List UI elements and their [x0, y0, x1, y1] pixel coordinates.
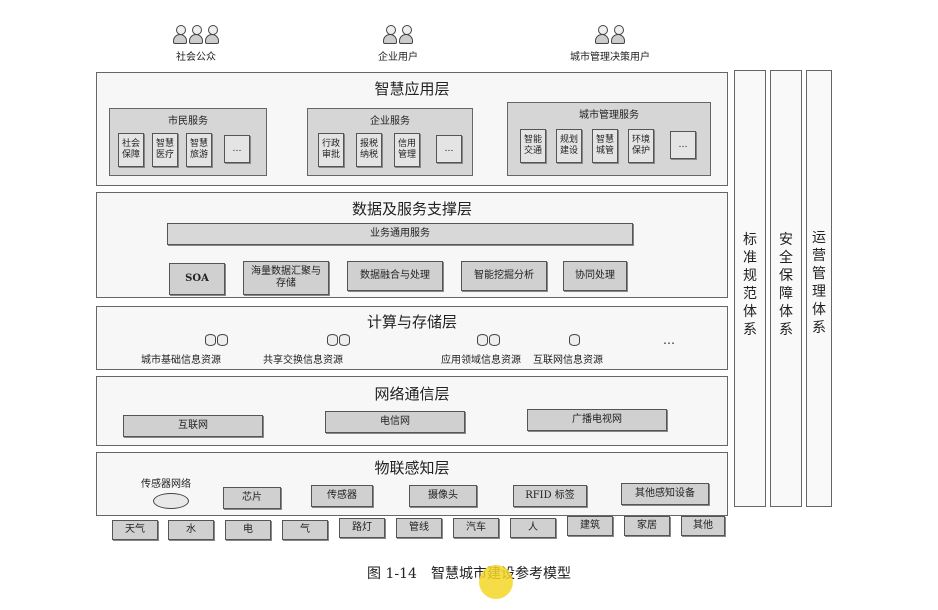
- network-box: 电信网: [325, 411, 465, 433]
- device-box: RFID 标签: [513, 485, 587, 507]
- object-box: 家居: [624, 516, 670, 536]
- pillar-label: 标准规范体系: [743, 232, 757, 338]
- device-box: 摄像头: [409, 485, 477, 507]
- resource-label: 城市基础信息资源: [141, 355, 221, 366]
- service-box: 智慧医疗: [152, 133, 178, 167]
- object-box: 汽车: [453, 518, 499, 538]
- network-box: 广播电视网: [527, 409, 667, 431]
- object-box: 气: [282, 520, 328, 540]
- object-box: 水: [168, 520, 214, 540]
- object-box: 人: [510, 518, 556, 538]
- figure-caption: 图 1-14 智慧城市建设参考模型: [367, 566, 571, 582]
- database-icon: [325, 334, 353, 348]
- service-box: 信用管理: [394, 133, 420, 167]
- pillar-security: 安全保障体系: [770, 70, 802, 507]
- user-public: 社会公众: [160, 25, 232, 63]
- support-box: SOA: [169, 263, 225, 295]
- sensor-network-icon: [153, 493, 189, 509]
- network-box: 互联网: [123, 415, 263, 437]
- service-box: 社会保障: [118, 133, 144, 167]
- database-icon: [475, 334, 503, 348]
- device-box: 其他感知设备: [621, 483, 709, 505]
- database-icon: [203, 334, 231, 348]
- user-enterprise: 企业用户: [358, 25, 438, 63]
- service-box-more: …: [224, 135, 250, 163]
- sensor-network-label: 传感器网络: [141, 479, 191, 490]
- data-service-layer: 数据及服务支撑层 业务通用服务 SOA 海量数据汇聚与存储 数据融合与处理 智能…: [96, 192, 728, 298]
- user-label: 城市管理决策用户: [570, 52, 650, 63]
- service-box-more: …: [436, 135, 462, 163]
- pillar-label: 安全保障体系: [779, 232, 793, 338]
- people-group-icon: [160, 25, 232, 48]
- layer-title: 物联感知层: [374, 459, 450, 477]
- group-title: 企业服务: [370, 116, 410, 127]
- group-enterprise-services: 企业服务 行政审批 报税纳税 信用管理 …: [307, 108, 473, 176]
- pillar-operations: 运营管理体系: [806, 70, 832, 507]
- user-label: 企业用户: [378, 52, 418, 63]
- service-box: 智慧城管: [592, 129, 618, 163]
- object-box: 电: [225, 520, 271, 540]
- network-layer: 网络通信层 互联网 电信网 广播电视网: [96, 376, 728, 446]
- object-box: 管线: [396, 518, 442, 538]
- object-box: 路灯: [339, 518, 385, 538]
- common-service-bar: 业务通用服务: [167, 223, 633, 245]
- layer-title: 计算与存储层: [366, 313, 457, 331]
- iot-layer: 物联感知层 传感器网络 芯片 传感器 摄像头 RFID 标签 其他感知设备: [96, 452, 728, 516]
- user-label: 社会公众: [176, 52, 216, 63]
- group-title: 市民服务: [168, 116, 208, 127]
- service-box: 智慧旅游: [186, 133, 212, 167]
- resource-label: 应用领域信息资源: [441, 355, 521, 366]
- device-box: 传感器: [311, 485, 373, 507]
- support-box: 海量数据汇聚与存储: [243, 261, 329, 295]
- cursor-highlight: [479, 565, 513, 599]
- service-box: 环境保护: [628, 129, 654, 163]
- device-box: 芯片: [223, 487, 281, 509]
- resource-label: 互联网信息资源: [533, 355, 603, 366]
- pillar-standards: 标准规范体系: [734, 70, 766, 507]
- layer-title: 网络通信层: [374, 385, 450, 403]
- layer-title: 智慧应用层: [374, 80, 450, 98]
- layer-title: 数据及服务支撑层: [351, 200, 472, 218]
- app-layer: 智慧应用层 市民服务 社会保障 智慧医疗 智慧旅游 … 企业服务 行政审批 报税…: [96, 72, 728, 186]
- user-city-manager: 城市管理决策用户: [555, 25, 665, 63]
- resource-label: 共享交换信息资源: [263, 355, 343, 366]
- support-box: 数据融合与处理: [347, 261, 443, 291]
- object-box: 天气: [112, 520, 158, 540]
- compute-storage-layer: 计算与存储层 城市基础信息资源 共享交换信息资源 应用领域信息资源 互联网信息资…: [96, 306, 728, 370]
- object-box: 其他: [681, 516, 725, 536]
- group-citizen-services: 市民服务 社会保障 智慧医疗 智慧旅游 …: [109, 108, 267, 176]
- enterprise-user-icon: [358, 25, 438, 48]
- group-title: 城市管理服务: [579, 110, 639, 121]
- service-box-more: …: [670, 131, 696, 159]
- more-resources: …: [663, 333, 675, 347]
- database-icon: [567, 334, 595, 348]
- service-box: 智能交通: [520, 129, 546, 163]
- service-box: 报税纳税: [356, 133, 382, 167]
- group-city-management-services: 城市管理服务 智能交通 规划建设 智慧城管 环境保护 …: [507, 102, 711, 176]
- service-box: 规划建设: [556, 129, 582, 163]
- object-box: 建筑: [567, 516, 613, 536]
- city-manager-icon: [555, 25, 665, 48]
- pillar-label: 运营管理体系: [812, 230, 826, 336]
- support-box: 智能挖掘分析: [461, 261, 547, 291]
- support-box: 协同处理: [563, 261, 627, 291]
- service-box: 行政审批: [318, 133, 344, 167]
